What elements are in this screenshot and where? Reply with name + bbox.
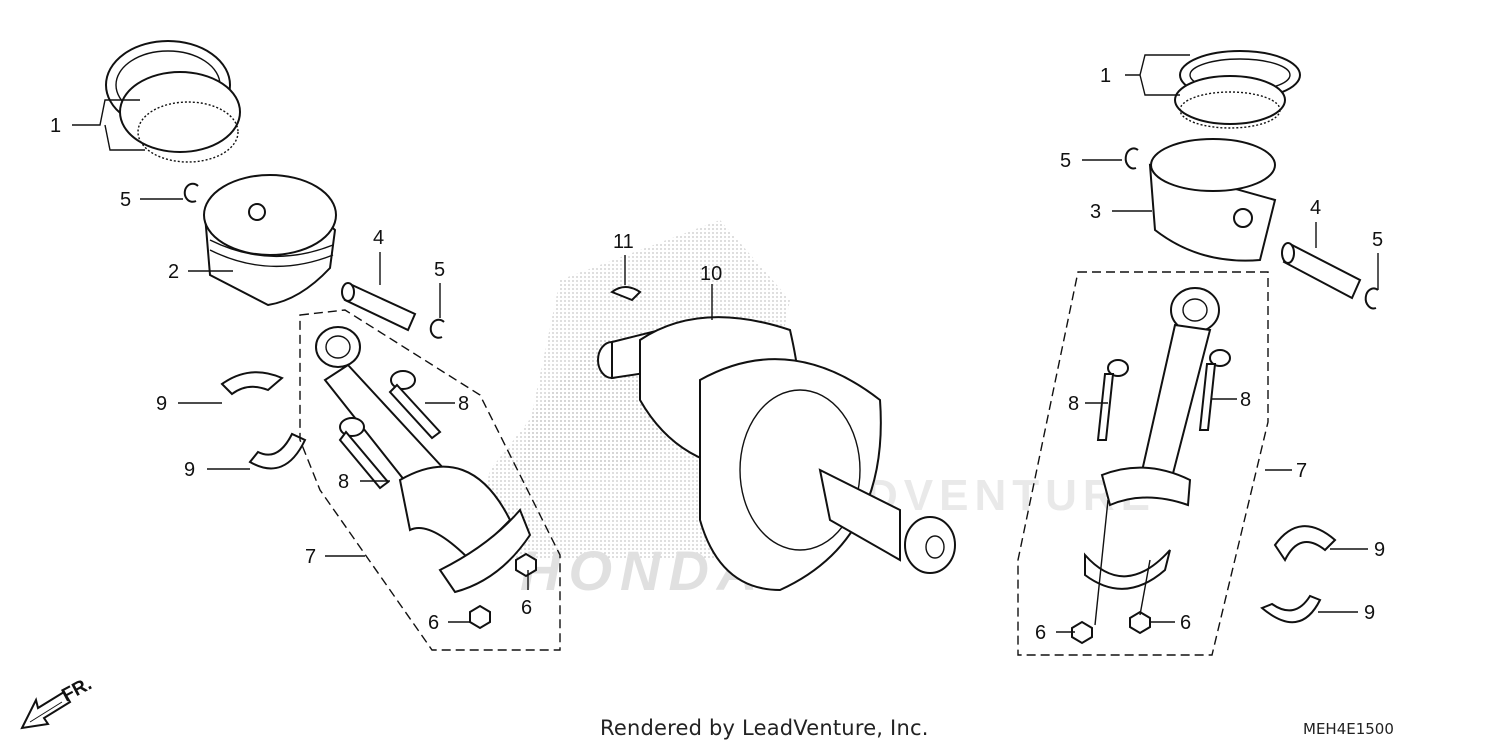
callout-6-right-b: 6	[1180, 612, 1191, 634]
bearing-shell-left-a[interactable]	[220, 371, 284, 396]
callout-11: 11	[613, 231, 634, 253]
piston-rings-left[interactable]	[105, 40, 241, 163]
rod-bolt-right-a[interactable]	[1096, 359, 1129, 441]
bearing-shell-left-b[interactable]	[248, 432, 307, 470]
woodruff-key[interactable]	[609, 286, 642, 302]
callout-5-right-a: 5	[1060, 150, 1071, 172]
connecting-rod-right[interactable]	[1084, 287, 1220, 590]
callout-7-right: 7	[1296, 460, 1307, 482]
front-direction-arrow: FR.	[20, 674, 95, 730]
leader-lines	[72, 54, 1379, 633]
bearing-shell-right-a[interactable]	[1273, 525, 1337, 562]
group-frame-left	[299, 309, 561, 651]
callout-6-left-a: 6	[428, 612, 439, 634]
callout-6-left-b: 6	[521, 597, 532, 619]
circlip-left-a[interactable]	[183, 182, 199, 203]
callout-4-left: 4	[373, 227, 384, 249]
callout-10: 10	[700, 263, 722, 285]
circlip-left-b[interactable]	[429, 318, 445, 339]
callout-8-left-b: 8	[338, 471, 349, 493]
piston-pin-right[interactable]	[1281, 242, 1362, 300]
callout-3: 3	[1090, 201, 1101, 223]
callout-4-right: 4	[1310, 197, 1321, 219]
callout-9-right-a: 9	[1374, 539, 1385, 561]
piston-rings-right[interactable]	[1174, 50, 1301, 129]
rod-nut-left-b[interactable]	[515, 552, 537, 578]
callouts: 1 5 2 4 5 9 9 8 8 7 6 6 11 10 1 5 3 4 5 …	[50, 65, 1385, 644]
callout-6-right-a: 6	[1035, 622, 1046, 644]
rod-nut-right-a[interactable]	[1071, 620, 1093, 645]
callout-1-left: 1	[50, 115, 61, 137]
callout-9-right-b: 9	[1364, 602, 1375, 624]
callout-2: 2	[168, 261, 179, 283]
callout-8-right-a: 8	[1068, 393, 1079, 415]
piston-right[interactable]	[1148, 138, 1277, 262]
callout-9-left-a: 9	[156, 393, 167, 415]
rod-bolt-right-b[interactable]	[1198, 349, 1231, 431]
rod-bolt-left-a[interactable]	[388, 370, 442, 440]
callout-8-right-b: 8	[1240, 389, 1251, 411]
circlip-right-a[interactable]	[1124, 147, 1139, 170]
piston-pin-left[interactable]	[341, 282, 417, 332]
group-frame-right	[1017, 271, 1269, 656]
rod-nut-left-a[interactable]	[469, 604, 491, 630]
callout-7-left: 7	[305, 546, 316, 568]
callout-9-left-b: 9	[184, 459, 195, 481]
rod-nut-right-b[interactable]	[1129, 610, 1151, 635]
rod-bolt-left-b[interactable]	[338, 417, 390, 490]
callout-8-left-a: 8	[458, 393, 469, 415]
bearing-shell-right-b[interactable]	[1260, 594, 1322, 624]
connecting-rod-left[interactable]	[315, 326, 532, 594]
diagram-code: MEH4E1500	[1303, 720, 1394, 738]
callout-1-right: 1	[1100, 65, 1111, 87]
callout-5-right-b: 5	[1372, 229, 1383, 251]
callout-5-left-b: 5	[434, 259, 445, 281]
crankshaft[interactable]	[597, 316, 956, 592]
circlip-right-b[interactable]	[1364, 287, 1379, 310]
piston-left[interactable]	[203, 174, 337, 307]
rendered-by-credit: Rendered by LeadVenture, Inc.	[600, 716, 929, 740]
callout-5-left-a: 5	[120, 189, 131, 211]
